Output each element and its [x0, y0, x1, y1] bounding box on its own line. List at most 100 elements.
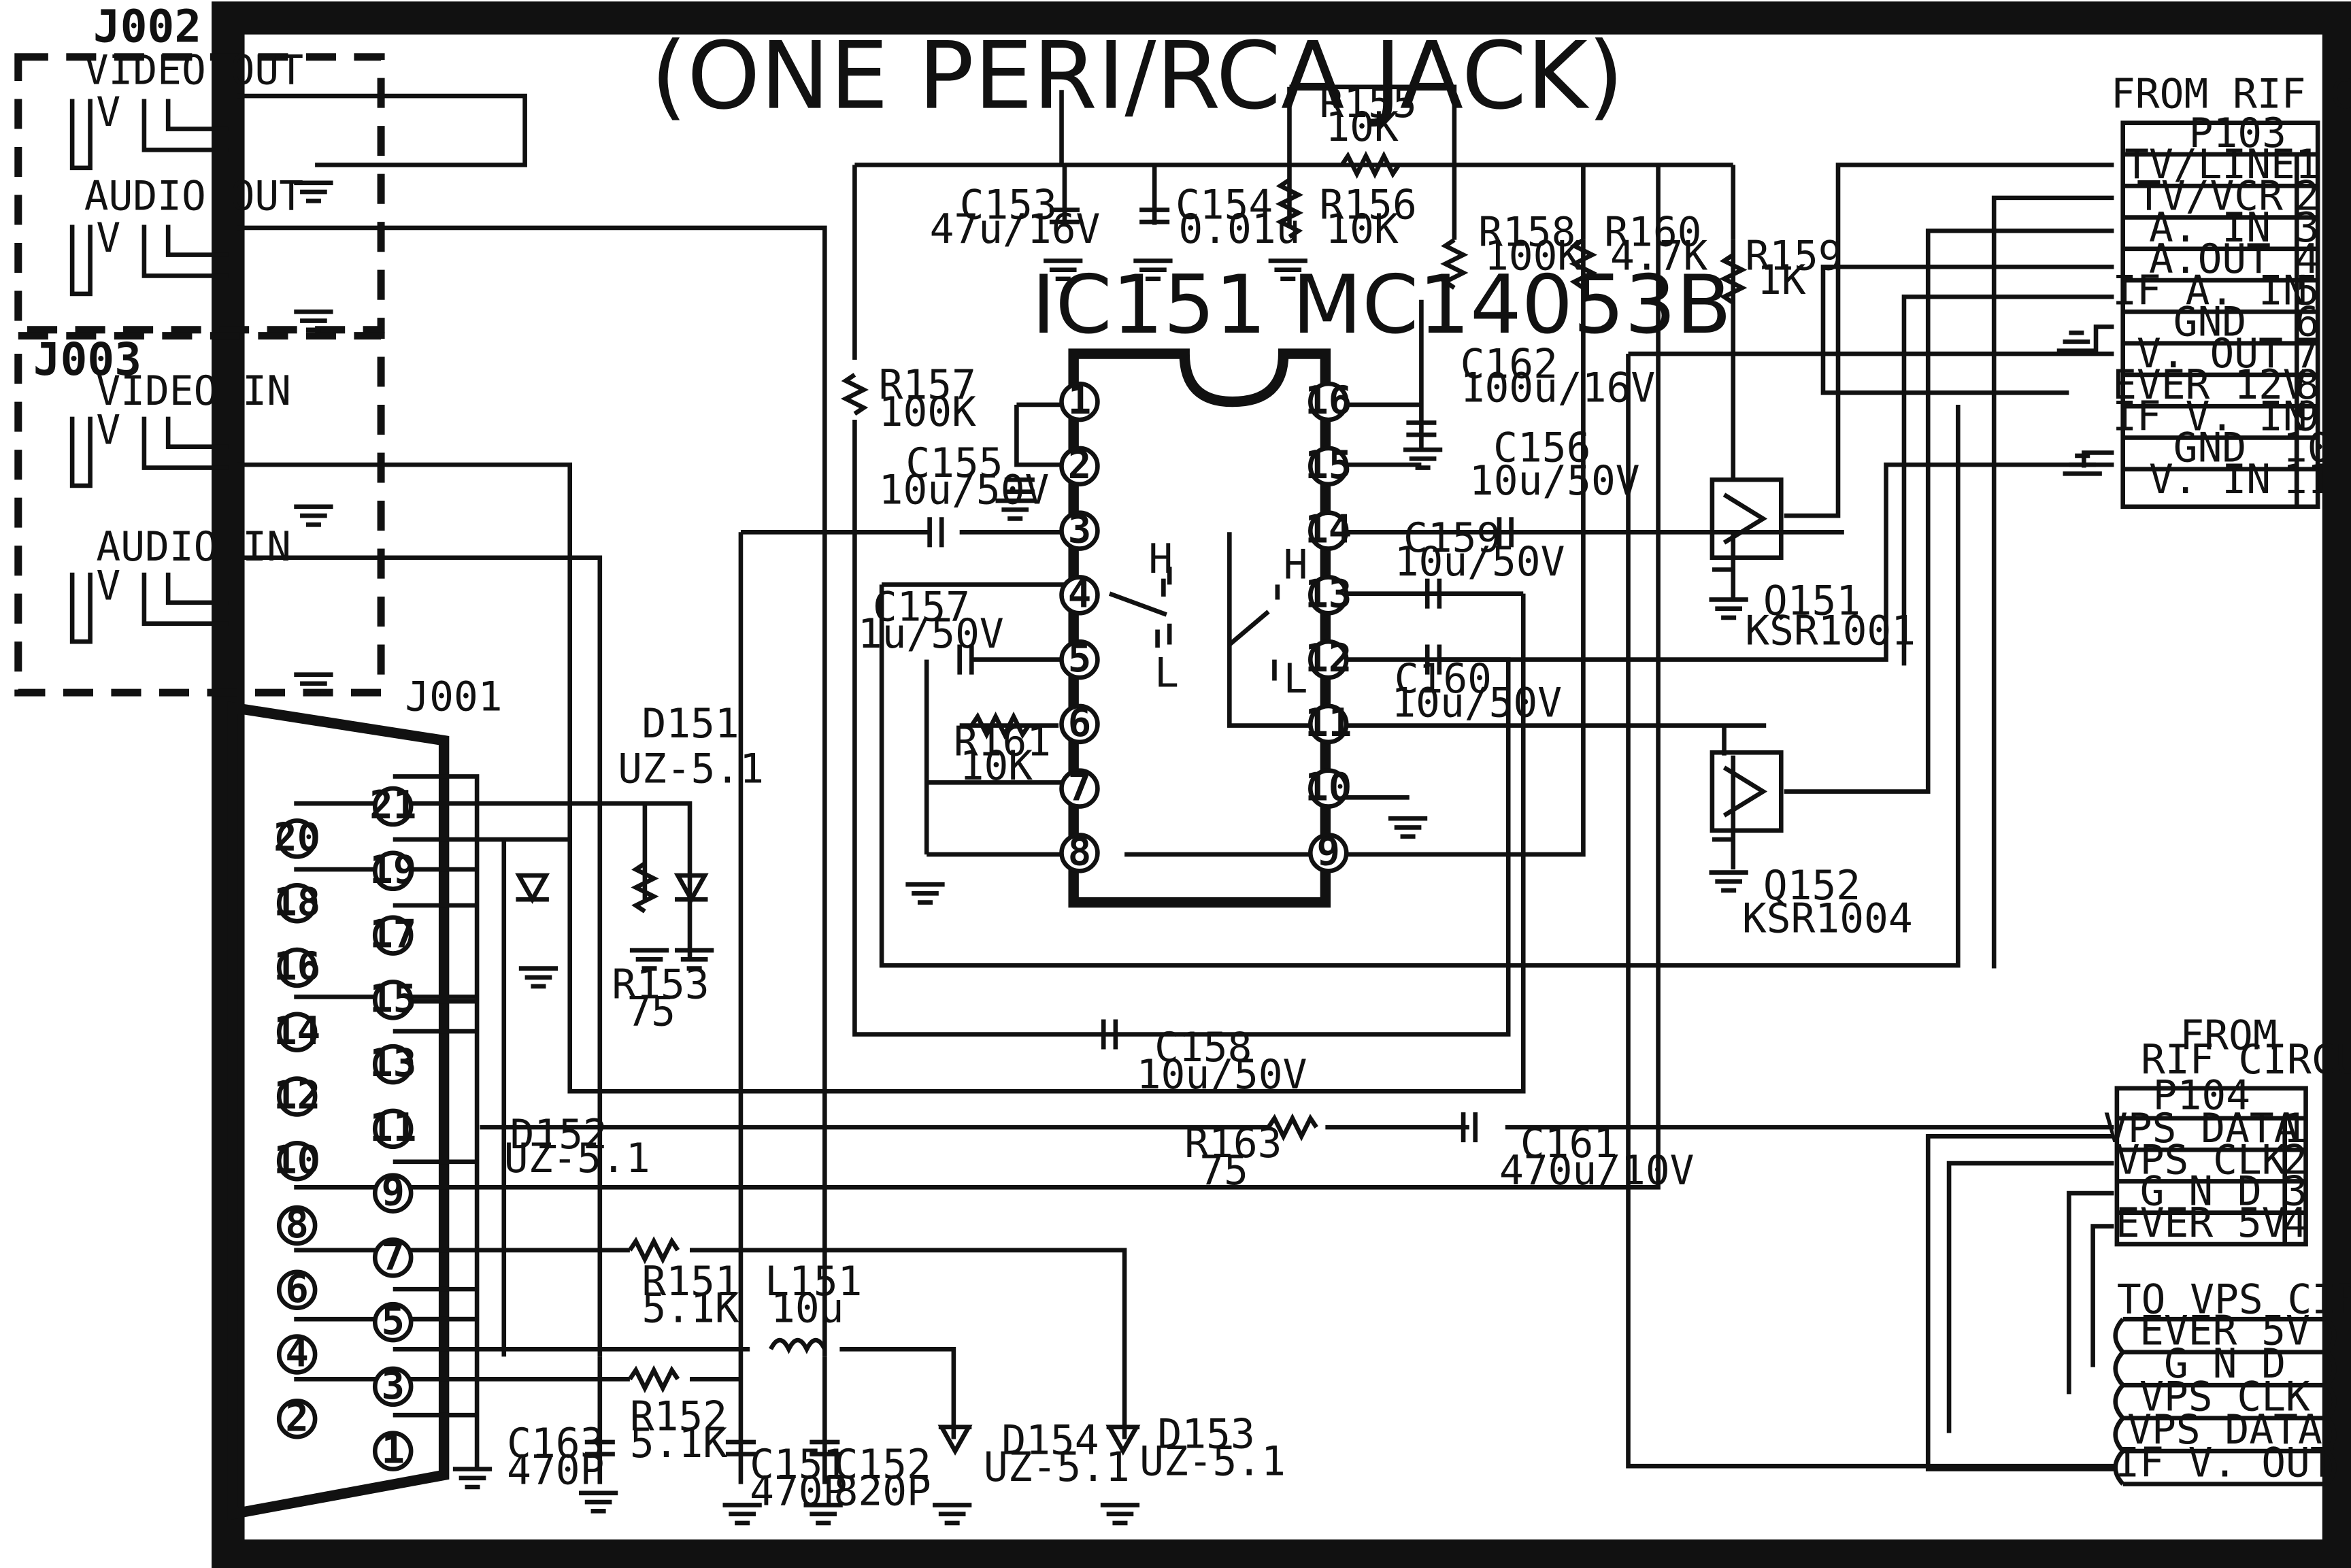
j001-pin-17-number: 17 [369, 912, 416, 957]
j001-pin-5: 5 [372, 1298, 414, 1344]
jack-symbols [69, 99, 229, 644]
j001-pin-14-circle [276, 1012, 318, 1052]
jack-v-2: V [96, 215, 120, 262]
ic151-pin-10: 10 [1305, 765, 1352, 810]
p103-row-label: TV/LINE [2124, 141, 2295, 188]
j001-pin-19-number: 19 [369, 847, 416, 893]
c161-ref: C161 [1520, 1120, 1618, 1167]
capacitors [584, 207, 1514, 1456]
p104-table [2114, 1086, 2308, 1247]
c160-ref: C160 [1395, 656, 1492, 703]
j001-pin-8-number: 8 [285, 1201, 309, 1247]
c154-ref: C154 [1176, 182, 1273, 229]
p103-row-label: A.OUT [2149, 236, 2271, 283]
j001-pin-9: 9 [372, 1169, 414, 1215]
ic151-pin-10-number: 10 [1305, 765, 1352, 810]
ic151-pin-4: 4 [1059, 571, 1100, 616]
r159-ref: R159 [1745, 233, 1842, 280]
p103-row-label: IF V. IN [2112, 393, 2307, 440]
j002-video-out: VIDEO OUT [84, 47, 303, 94]
ic151-pin-9-number: 9 [1317, 829, 1341, 874]
ic151-label: IC151 MC14053B [1031, 258, 1731, 352]
j003-box [14, 332, 385, 697]
ic151-pin-2: 2 [1059, 442, 1100, 488]
j001-pin-12: 12 [273, 1073, 320, 1118]
jack-v-1: V [96, 89, 120, 136]
p103-row-label: GND [2173, 425, 2246, 472]
c152-ref: C152 [834, 1441, 931, 1488]
p103-row-number: 6 [2295, 299, 2320, 346]
r155-val: 10K [1325, 104, 1399, 151]
j001-pin-6: 6 [276, 1266, 318, 1312]
j001-pin-7-circle [372, 1237, 414, 1278]
d154-ref: D154 [1001, 1418, 1099, 1465]
p103-row-label: GND [2173, 299, 2246, 346]
d152-ref: D152 [510, 1112, 607, 1158]
r161-val: 10K [960, 743, 1033, 790]
j001-pin-6-number: 6 [285, 1266, 309, 1312]
ic151-body [1068, 348, 1331, 908]
j001-pin-10-number: 10 [273, 1137, 320, 1182]
ic151-pin-1: 1 [1059, 378, 1100, 423]
j001-pin-16-number: 16 [273, 944, 320, 989]
j001-pin-19-circle [372, 850, 414, 892]
ic151-pin-2-number: 2 [1068, 442, 1092, 488]
j001-pin-3-circle [372, 1366, 414, 1407]
j001-pin-11: 11 [369, 1105, 416, 1150]
ic151-pin-4-circle [1059, 575, 1100, 616]
j001-pin-13: 13 [369, 1040, 416, 1086]
p103-row-label: IF A. IN [2112, 267, 2307, 314]
p103-ref: P103 [2189, 110, 2286, 157]
p104-row-number: 2 [2283, 1137, 2307, 1184]
j001-pin-13-circle [372, 1044, 414, 1085]
d151-val: UZ-5.1 [618, 746, 764, 793]
c163-ref: C163 [507, 1420, 604, 1467]
j001-pin-20: 20 [273, 815, 320, 861]
ic151-pin-16: 16 [1305, 378, 1352, 423]
j001-pin-12-circle [276, 1076, 318, 1117]
ic151-pin-7-circle [1059, 768, 1100, 809]
p103-row-number: 4 [2295, 236, 2320, 283]
c156-val: 10u/50V [1469, 458, 1640, 505]
ic151-pin-2-circle [1059, 446, 1100, 487]
j001-pin-2-circle [276, 1398, 318, 1439]
q151-val: KSR1001 [1745, 608, 1916, 655]
j001-pin-14: 14 [273, 1008, 320, 1054]
j001-pin-12-number: 12 [273, 1073, 320, 1118]
j001-pin-11-circle [372, 1108, 414, 1150]
p103-row-number: 2 [2295, 173, 2320, 220]
ic151-pin-3-number: 3 [1068, 507, 1092, 552]
c159-ref: C159 [1403, 515, 1501, 562]
ic151-pin-6: 6 [1059, 700, 1100, 746]
j001-pin-16: 16 [273, 944, 320, 989]
ic151-pin-12-circle [1308, 639, 1349, 680]
r158-val: 100K [1484, 233, 1582, 280]
ic151-pin-5-number: 5 [1068, 635, 1092, 681]
p104-row-number: 4 [2283, 1200, 2307, 1247]
c162-ref: C162 [1461, 341, 1558, 388]
r157-val: 100K [879, 389, 976, 436]
j001-pin-18-circle [276, 882, 318, 924]
ic151-pin-9-circle [1308, 833, 1349, 873]
d151-ref: D151 [642, 701, 739, 748]
j001-pin-16-circle [276, 947, 318, 988]
jack-v-4: V [96, 563, 120, 610]
vps-row-label: IF V. OUT [2115, 1440, 2334, 1487]
j001-pin-10: 10 [273, 1137, 320, 1182]
jack-v-3: V [96, 407, 120, 454]
d152-val: UZ-5.1 [504, 1135, 650, 1182]
c156-ref: C156 [1493, 425, 1590, 472]
p104-header-2: RIF CIRCUIT [2141, 1037, 2351, 1084]
c160-val: 10u/50V [1391, 680, 1562, 727]
p103-row-number: 1 [2295, 141, 2320, 188]
j001-pin-13-number: 13 [369, 1040, 416, 1086]
j001-pin-1-circle [372, 1431, 414, 1471]
ic151-pin-3: 3 [1059, 507, 1100, 552]
p104-header-1: FROM [2180, 1013, 2277, 1060]
p104-row-label: VPS CLK [2116, 1137, 2286, 1184]
p103-row-label: V. OUT [2137, 331, 2283, 378]
ic151-pin-7: 7 [1059, 765, 1100, 810]
ic151-pin-6-circle [1059, 703, 1100, 745]
j001-pin-11-number: 11 [369, 1105, 416, 1150]
